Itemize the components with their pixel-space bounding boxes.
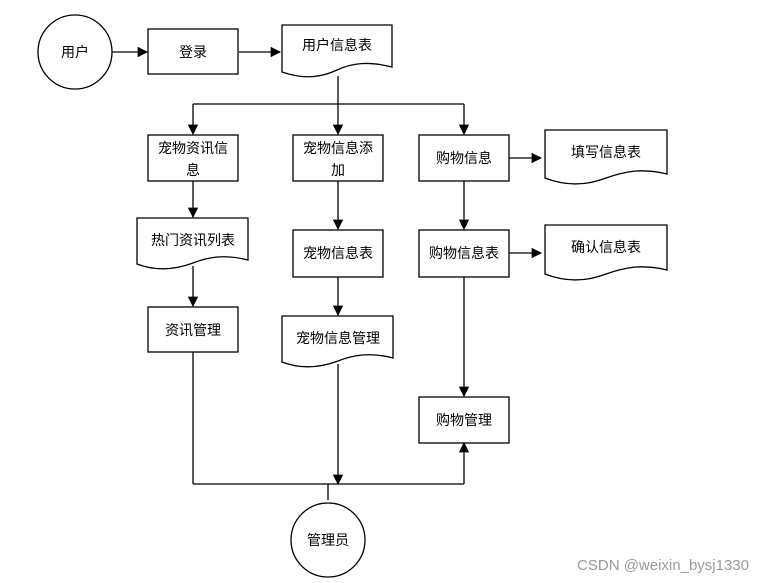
fill-info-table-node: 填写信息表	[544, 129, 668, 185]
news-management-node: 资讯管理	[147, 306, 239, 353]
shopping-management-label: 购物管理	[436, 413, 492, 429]
user-info-table-label: 用户信息表	[302, 37, 372, 54]
user-node: 用户	[37, 14, 113, 90]
login-label: 登录	[179, 45, 207, 61]
pet-info-table-node: 宠物信息表	[292, 229, 384, 278]
shopping-info-table-label: 购物信息表	[429, 245, 499, 262]
news-management-label: 资讯管理	[165, 323, 221, 339]
login-node: 登录	[147, 28, 239, 75]
user-label: 用户	[61, 44, 89, 61]
shopping-info-table-node: 购物信息表	[418, 229, 510, 278]
pet-info-add-label-line2: 加	[331, 163, 345, 179]
user-info-table-node: 用户信息表	[281, 24, 393, 78]
shopping-management-node: 购物管理	[418, 396, 510, 444]
admin-node: 管理员	[290, 502, 366, 578]
pet-news-info-node: 宠物资讯信 息	[147, 134, 239, 182]
shopping-info-label: 购物信息	[436, 150, 492, 167]
admin-label: 管理员	[307, 533, 349, 549]
confirm-info-table-node: 确认信息表	[544, 224, 668, 281]
watermark-text: CSDN @weixin_bysj1330	[577, 557, 749, 574]
pet-info-add-label-line1: 宠物信息添	[303, 140, 373, 157]
confirm-info-table-label: 确认信息表	[571, 239, 641, 256]
pet-info-table-label: 宠物信息表	[303, 245, 373, 262]
hot-news-list-table-node: 热门资讯列表	[136, 217, 249, 270]
pet-info-management-label: 宠物信息管理	[296, 330, 380, 347]
pet-news-info-label-line1: 宠物资讯信	[158, 141, 228, 157]
shopping-info-node: 购物信息	[418, 134, 510, 182]
pet-news-info-label-line2: 息	[186, 162, 200, 179]
pet-info-management-node: 宠物信息管理	[281, 315, 394, 368]
pet-info-add-node: 宠物信息添 加	[292, 134, 384, 182]
hot-news-list-table-label: 热门资讯列表	[151, 233, 235, 249]
fill-info-table-label: 填写信息表	[571, 144, 641, 161]
connectors	[111, 46, 543, 500]
